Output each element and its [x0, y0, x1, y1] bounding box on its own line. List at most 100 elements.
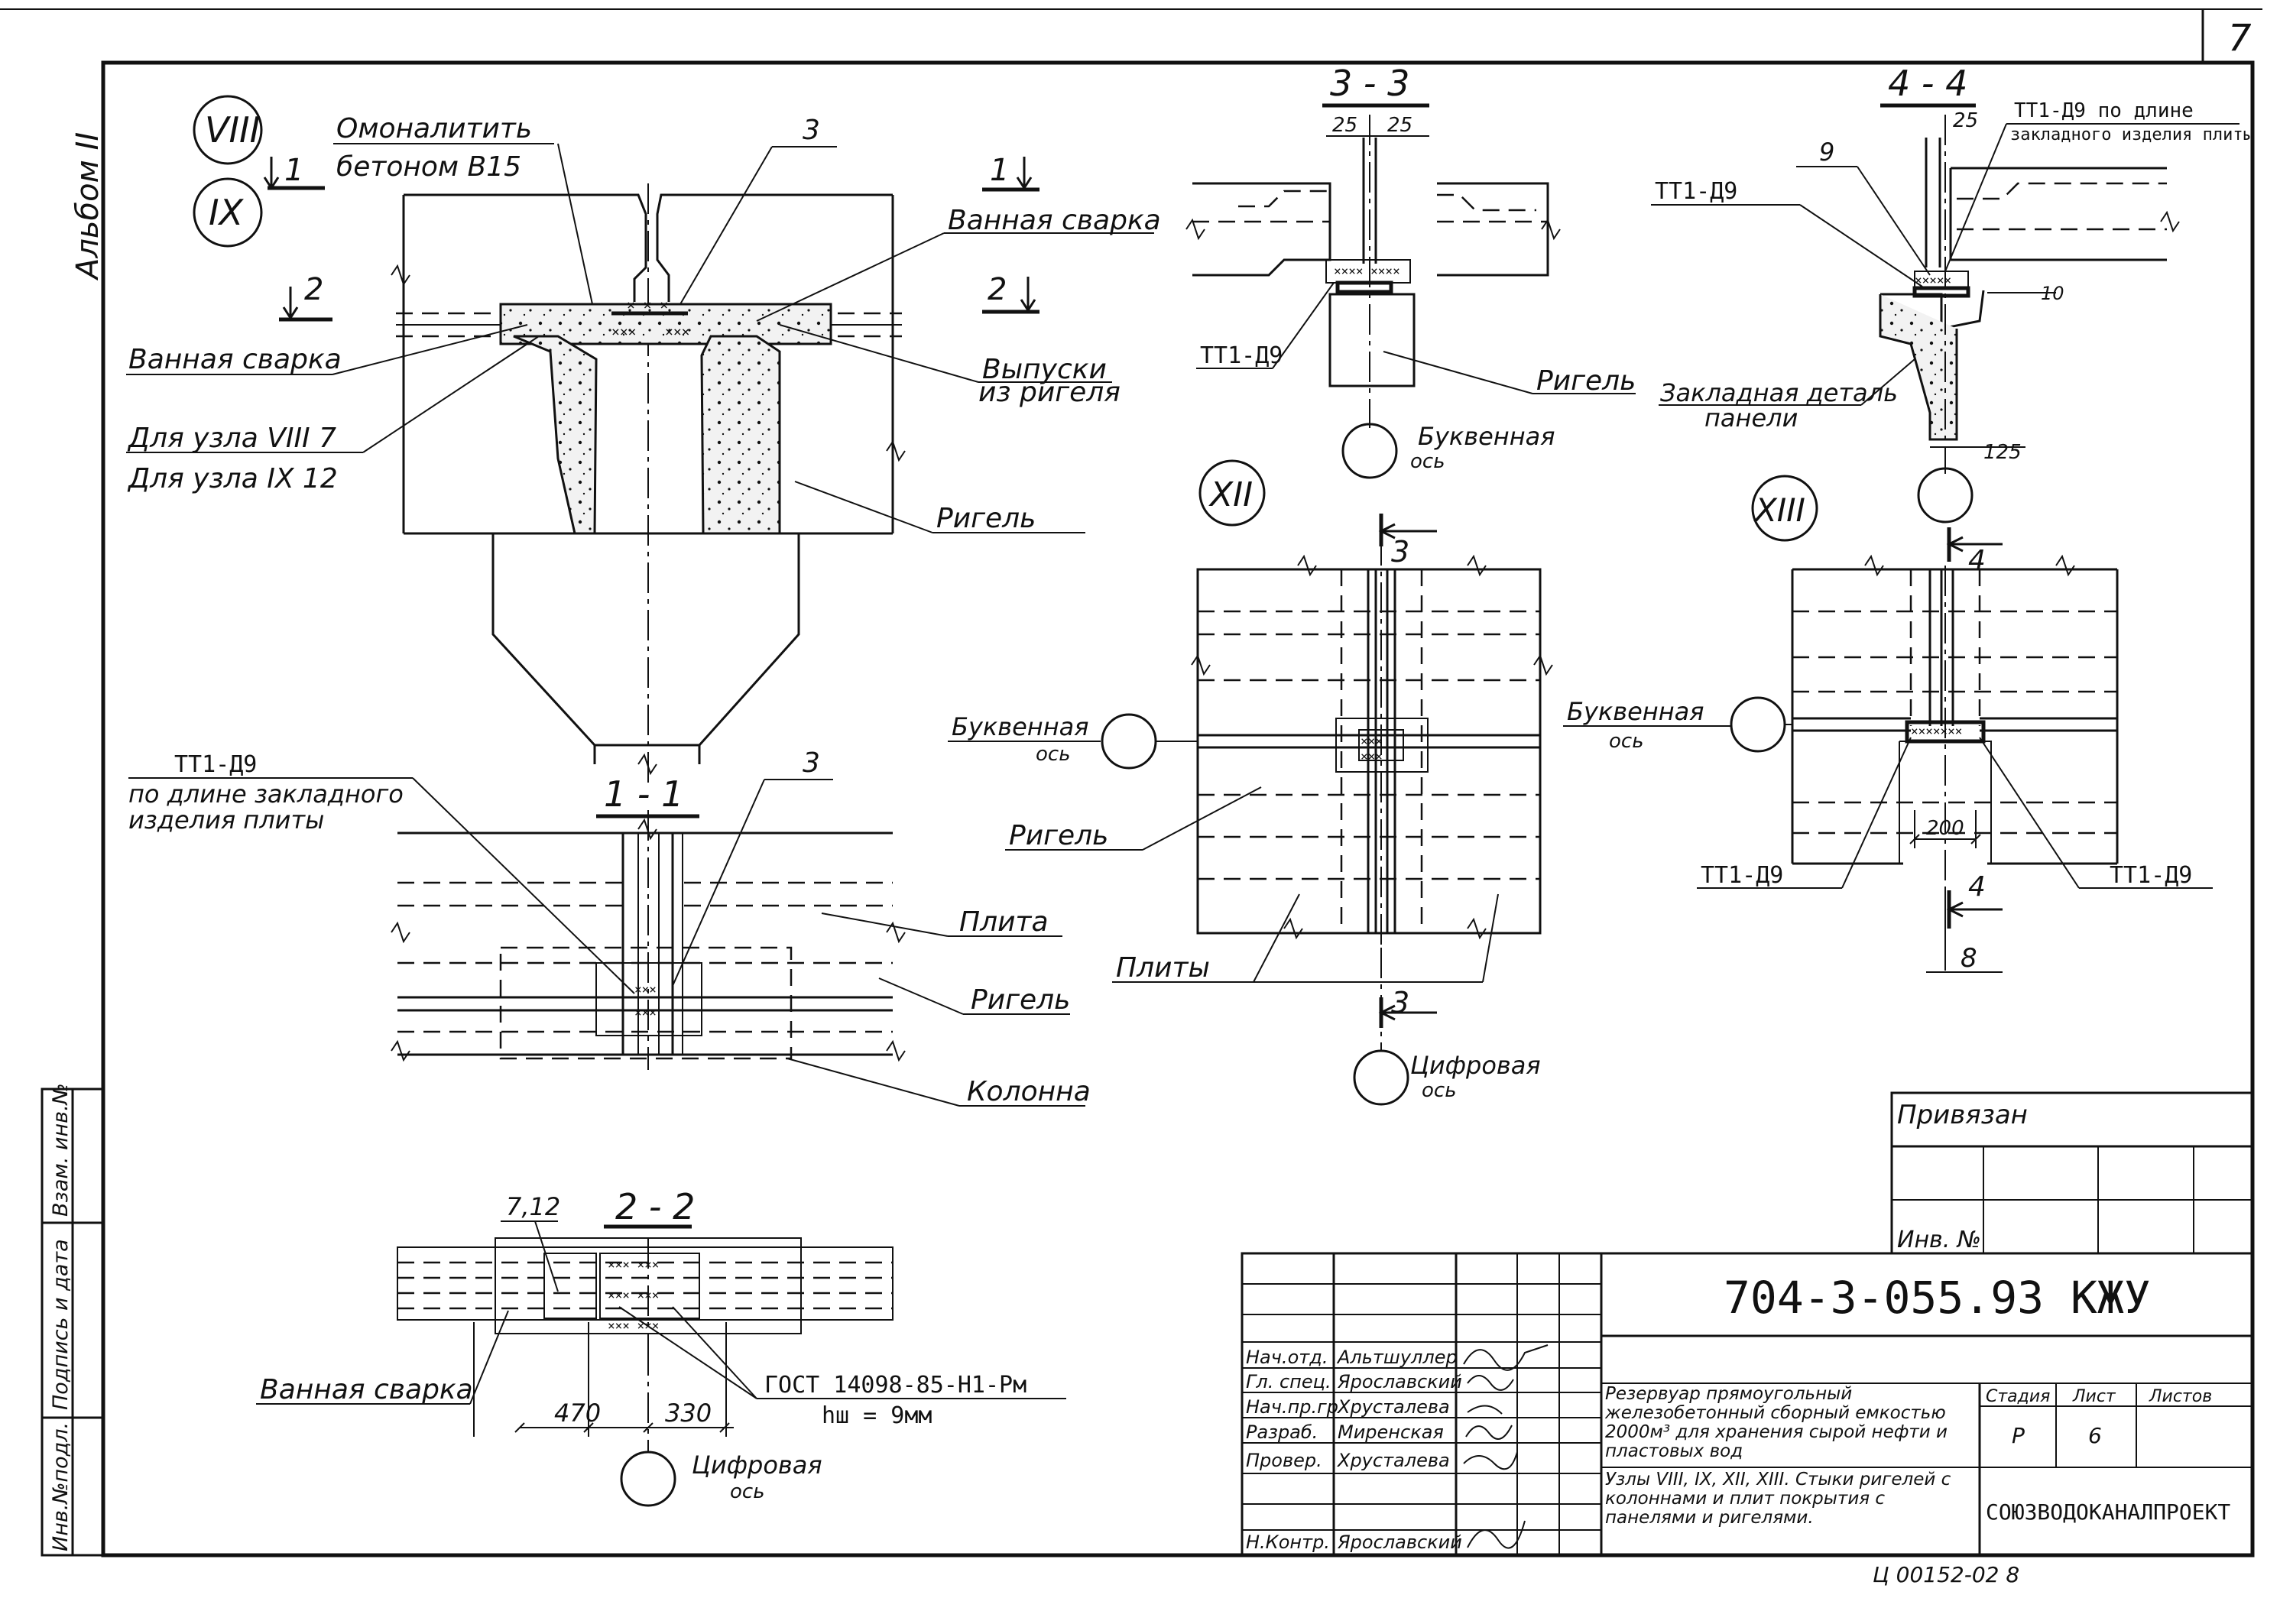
svg-text:××× ×××: ××× ×××: [608, 1318, 659, 1333]
stamp-sign-date: Подпись и дата: [49, 1239, 73, 1410]
people-list: Нач.отд. Альтшуллер Гл. спец. Ярославски…: [1246, 1347, 1462, 1553]
svg-text:×××: ×××: [1361, 734, 1383, 748]
monolith-label-2: бетоном В15: [336, 151, 521, 183]
axis-label-3: ось: [1036, 743, 1071, 766]
title-block: Привязан Инв. № Нач.отд. Альтшуллер Гл. …: [1241, 1091, 2254, 1587]
digit-axis-marker-2: [1353, 1049, 1409, 1106]
dim-470: 470: [554, 1399, 601, 1428]
person-role: Разраб.: [1246, 1421, 1318, 1443]
section-2-2: 2 - 2 7,12 ××× ××× ××× ××× ××× ××× 470 3…: [256, 1186, 1066, 1507]
section-mark-4b: 4: [1968, 871, 1986, 903]
person-role: Нач.отд.: [1246, 1347, 1328, 1368]
sheet-title: Узлы VIII, IX, XII, XIII. Стыки ригелей …: [1605, 1470, 1951, 1528]
outlets-label-2: из ригеля: [978, 377, 1121, 408]
axis-label-2: ось: [1410, 450, 1445, 473]
section-1-1-title: 1 - 1: [604, 773, 683, 815]
node-viii-ix-detail: VIII IX 1 2 1 2: [126, 95, 1161, 787]
project-description: Резервуар прямоугольный железобетонный с…: [1605, 1385, 1948, 1461]
signatures: [1463, 1344, 1549, 1549]
node-xii-detail: XII 3 ××× ××× Буквенная ось: [948, 459, 1553, 1106]
section-mark-3a: 3: [1391, 535, 1409, 569]
svg-text:×××: ×××: [665, 324, 690, 340]
node-ix-label: IX: [209, 192, 245, 233]
section-2-2-title: 2 - 2: [615, 1186, 695, 1227]
person-name: Хрусталева: [1336, 1450, 1450, 1471]
tied-label: Привязан: [1897, 1100, 2028, 1130]
letter-axis-marker-4: [1730, 696, 1786, 753]
girder-label-3: Ригель: [1536, 365, 1636, 397]
slabs-label: Плиты: [1116, 952, 1210, 984]
weld-tt1-label-a: ТТ1-Д9: [1200, 342, 1283, 369]
weld-tt1-label-c: ТТ1-Д9 по длине: [2014, 99, 2194, 122]
stage-header: Стадия: [1986, 1387, 2050, 1406]
node-viii-label: VIII: [205, 109, 260, 151]
organization: СОЮЗВОДОКАНАЛПРОЕКТ: [1986, 1499, 2230, 1525]
section-mark-2a: 2: [304, 272, 323, 307]
bath-weld-label-1: Ванная сварка: [948, 205, 1161, 236]
embed-len-label: закладного изделия плиты: [2010, 125, 2253, 144]
node-viii-marker: [193, 95, 263, 165]
dim-330: 330: [665, 1399, 712, 1428]
archive-number: Ц 00152-02 8: [1873, 1562, 2019, 1587]
weld-tt1-len-1: по длине закладного: [128, 780, 404, 809]
weld-tt1-label-g: ТТ1-Д9: [2110, 862, 2192, 889]
section-mark-1a: 1: [284, 153, 303, 188]
side-stamp: Инв.№подл. Подпись и дата Взам. инв.№: [41, 1083, 105, 1557]
person-role: Нач.пр.гр: [1246, 1396, 1338, 1418]
sheet-number: 7: [2228, 17, 2252, 60]
dim-10: 10: [2041, 283, 2064, 304]
item-3b-label: 3: [803, 747, 820, 779]
section-mark-3b: 3: [1391, 986, 1409, 1019]
person-name: Миренская: [1338, 1421, 1444, 1443]
person-name: Ярославский: [1337, 1371, 1462, 1392]
node-ix-ref: Для узла IX 12: [127, 463, 338, 494]
letter-axis-label-2: Буквенная: [952, 712, 1088, 741]
gost-label: ГОСТ 14098-85-Н1-Рм: [764, 1372, 1026, 1399]
dim-25-a: 25: [1332, 114, 1357, 137]
person-name: Хрусталева: [1336, 1396, 1450, 1418]
section-3-3: 3 - 3 25 25 ×××× ×××× ТТ1-Д9 Ригель Букв…: [1185, 63, 1636, 479]
svg-text:×××: ×××: [634, 1005, 657, 1019]
sheet-ref-8: 8: [1961, 943, 1977, 974]
node-xii-label: XII: [1208, 475, 1253, 514]
weld-tt1-label-f: ТТ1-Д9: [1701, 862, 1783, 889]
drawing-code: 704-3-055.93 КЖУ: [1724, 1272, 2151, 1324]
person-name: Ярославский: [1337, 1532, 1462, 1553]
svg-text:×××: ×××: [1361, 749, 1383, 763]
person-role: Н.Контр.: [1246, 1532, 1330, 1553]
item-9-label: 9: [1819, 138, 1834, 167]
section-1-1: 1 - 1 ××× ××× ТТ1-Д9 по длине закладного…: [128, 747, 1091, 1107]
person-role: Гл. спец.: [1246, 1371, 1331, 1392]
node-xiii-detail: XIII 4 ××××××× Буквенная ось: [1563, 475, 2213, 974]
dim-25-c: 25: [1953, 109, 1978, 132]
person-name: Альтшуллер: [1336, 1347, 1458, 1368]
letter-axis-label-3: Буквенная: [1567, 697, 1704, 726]
bath-weld-label-3: Ванная сварка: [260, 1374, 473, 1405]
weld-tt1-label-b: ТТ1-Д9: [174, 751, 257, 778]
section-mark-4a: 4: [1968, 545, 1986, 576]
node-viii-ref: Для узла VIII 7: [127, 423, 336, 454]
dim-125: 125: [1983, 441, 2022, 464]
hw-label: hш = 9мм: [822, 1402, 932, 1429]
svg-text:×××: ×××: [611, 324, 637, 340]
stamp-inv-orig: Инв.№подл.: [49, 1422, 73, 1551]
section-mark-1b: 1: [990, 153, 1009, 188]
node-xiii-label: XIII: [1753, 491, 1805, 529]
column-label: Колонна: [967, 1076, 1091, 1107]
section-mark-2b: 2: [988, 272, 1007, 307]
node-xiii-marker: [1751, 475, 1818, 542]
sheets-header: Листов: [2149, 1387, 2212, 1406]
svg-text:×××××××: ×××××××: [1911, 724, 1962, 738]
outlets-label-1: Выпуски: [982, 354, 1107, 385]
svg-text:××× ×××: ××× ×××: [608, 1257, 659, 1272]
node-ix-marker: [193, 177, 263, 248]
sheet-header: Лист: [2072, 1387, 2116, 1406]
node-xii-marker: [1198, 459, 1266, 527]
axis-label-5: ось: [1609, 730, 1644, 753]
svg-text:×××××: ×××××: [1915, 273, 1951, 287]
album-label: Альбом II: [70, 132, 105, 281]
weld-tt1-label-e: ТТ1-Д9: [1655, 178, 1737, 205]
letter-axis-marker-1: [1341, 423, 1398, 479]
